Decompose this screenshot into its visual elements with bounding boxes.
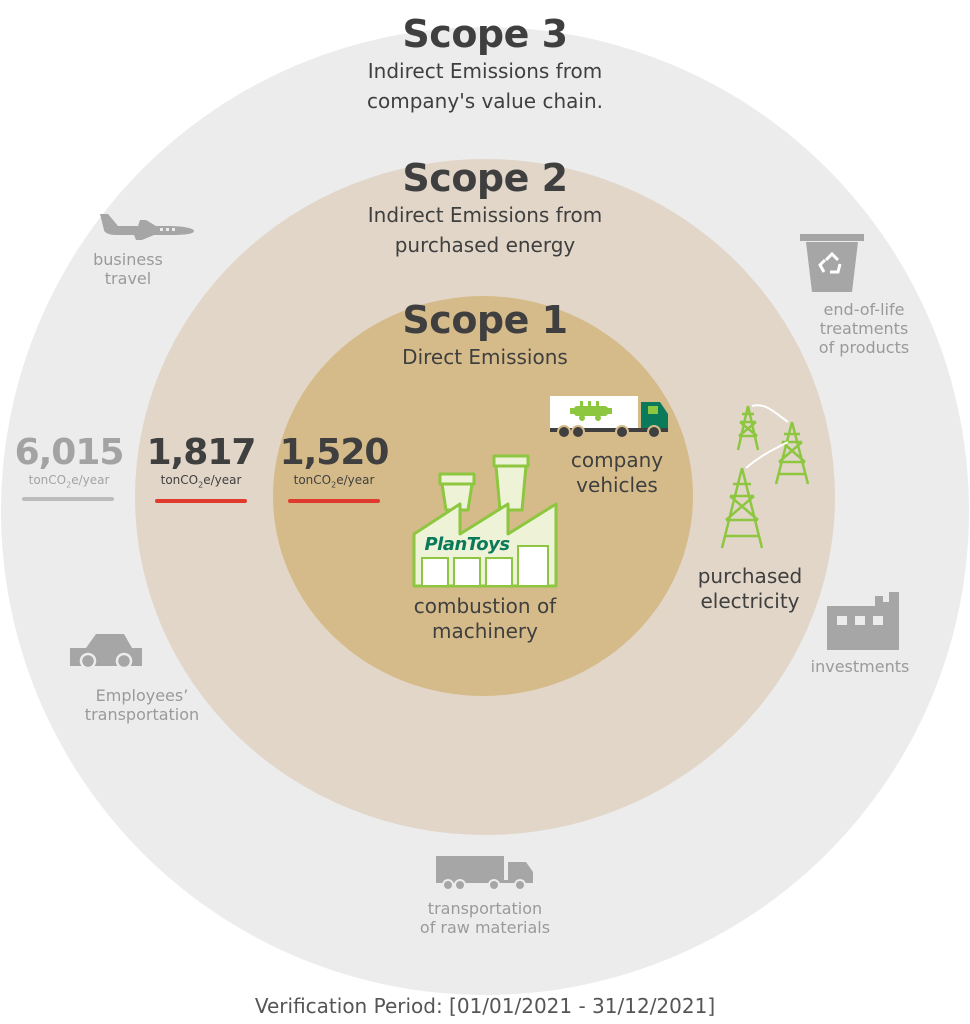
scope1-subtitle: Direct Emissions bbox=[402, 345, 568, 369]
scope3-heading: Scope 3 Indirect Emissions from company'… bbox=[285, 12, 685, 116]
scope2-unit: tonCO2e/year bbox=[160, 473, 242, 490]
scope2-subtitle-2: purchased energy bbox=[394, 233, 576, 257]
company-vehicles-label: company vehicles bbox=[570, 448, 664, 497]
scope1-unit: tonCO2e/year bbox=[293, 473, 375, 490]
scope1-heading: Scope 1 Direct Emissions bbox=[335, 298, 635, 372]
scope2-subtitle-1: Indirect Emissions from bbox=[367, 203, 603, 227]
scope2-heading: Scope 2 Indirect Emissions from purchase… bbox=[285, 156, 685, 260]
scope1-underline bbox=[288, 499, 380, 503]
scope2-underline bbox=[155, 499, 247, 503]
recycle-bin-icon bbox=[800, 234, 866, 294]
scope3-subtitle-2: company's value chain. bbox=[367, 89, 603, 113]
plantoys-logo: PlanToys bbox=[424, 534, 510, 555]
scope1-ring bbox=[273, 296, 693, 696]
scope1-title: Scope 1 bbox=[402, 298, 568, 342]
car-icon bbox=[70, 632, 144, 670]
scope1-value: 1,520 bbox=[279, 432, 390, 473]
scope3-subtitle-1: Indirect Emissions from bbox=[367, 59, 603, 83]
verification-period: Verification Period: [01/01/2021 - 31/12… bbox=[254, 994, 716, 1018]
scope2-value-block: 1,817 tonCO2e/year bbox=[146, 432, 257, 490]
scope2-title: Scope 2 bbox=[402, 156, 568, 200]
truck-icon bbox=[436, 856, 534, 890]
purchased-electricity-label: purchased electricity bbox=[697, 564, 803, 613]
scope3-underline bbox=[22, 497, 114, 501]
scope1-value-block: 1,520 tonCO2e/year bbox=[279, 432, 390, 490]
machinery-label: combustion of machinery bbox=[413, 594, 557, 643]
scope3-title: Scope 3 bbox=[402, 12, 568, 56]
scope3-unit: tonCO2e/year bbox=[28, 473, 110, 490]
power-tower-icon bbox=[716, 392, 816, 552]
end-of-life-label: end-of-life treatments of products bbox=[818, 300, 910, 357]
employees-transport-label: Employees’ transportation bbox=[84, 686, 200, 724]
scope3-value: 6,015 bbox=[14, 432, 125, 473]
scope2-value: 1,817 bbox=[146, 432, 257, 473]
business-travel-label: business travel bbox=[93, 250, 163, 288]
investments-label: investments bbox=[810, 657, 910, 676]
factory-icon bbox=[412, 454, 562, 588]
scope3-value-block: 6,015 tonCO2e/year bbox=[14, 432, 125, 490]
delivery-truck-icon bbox=[550, 396, 670, 440]
building-icon bbox=[827, 592, 901, 650]
airplane-icon bbox=[98, 212, 196, 240]
raw-materials-transport-label: transportation of raw materials bbox=[419, 899, 551, 937]
